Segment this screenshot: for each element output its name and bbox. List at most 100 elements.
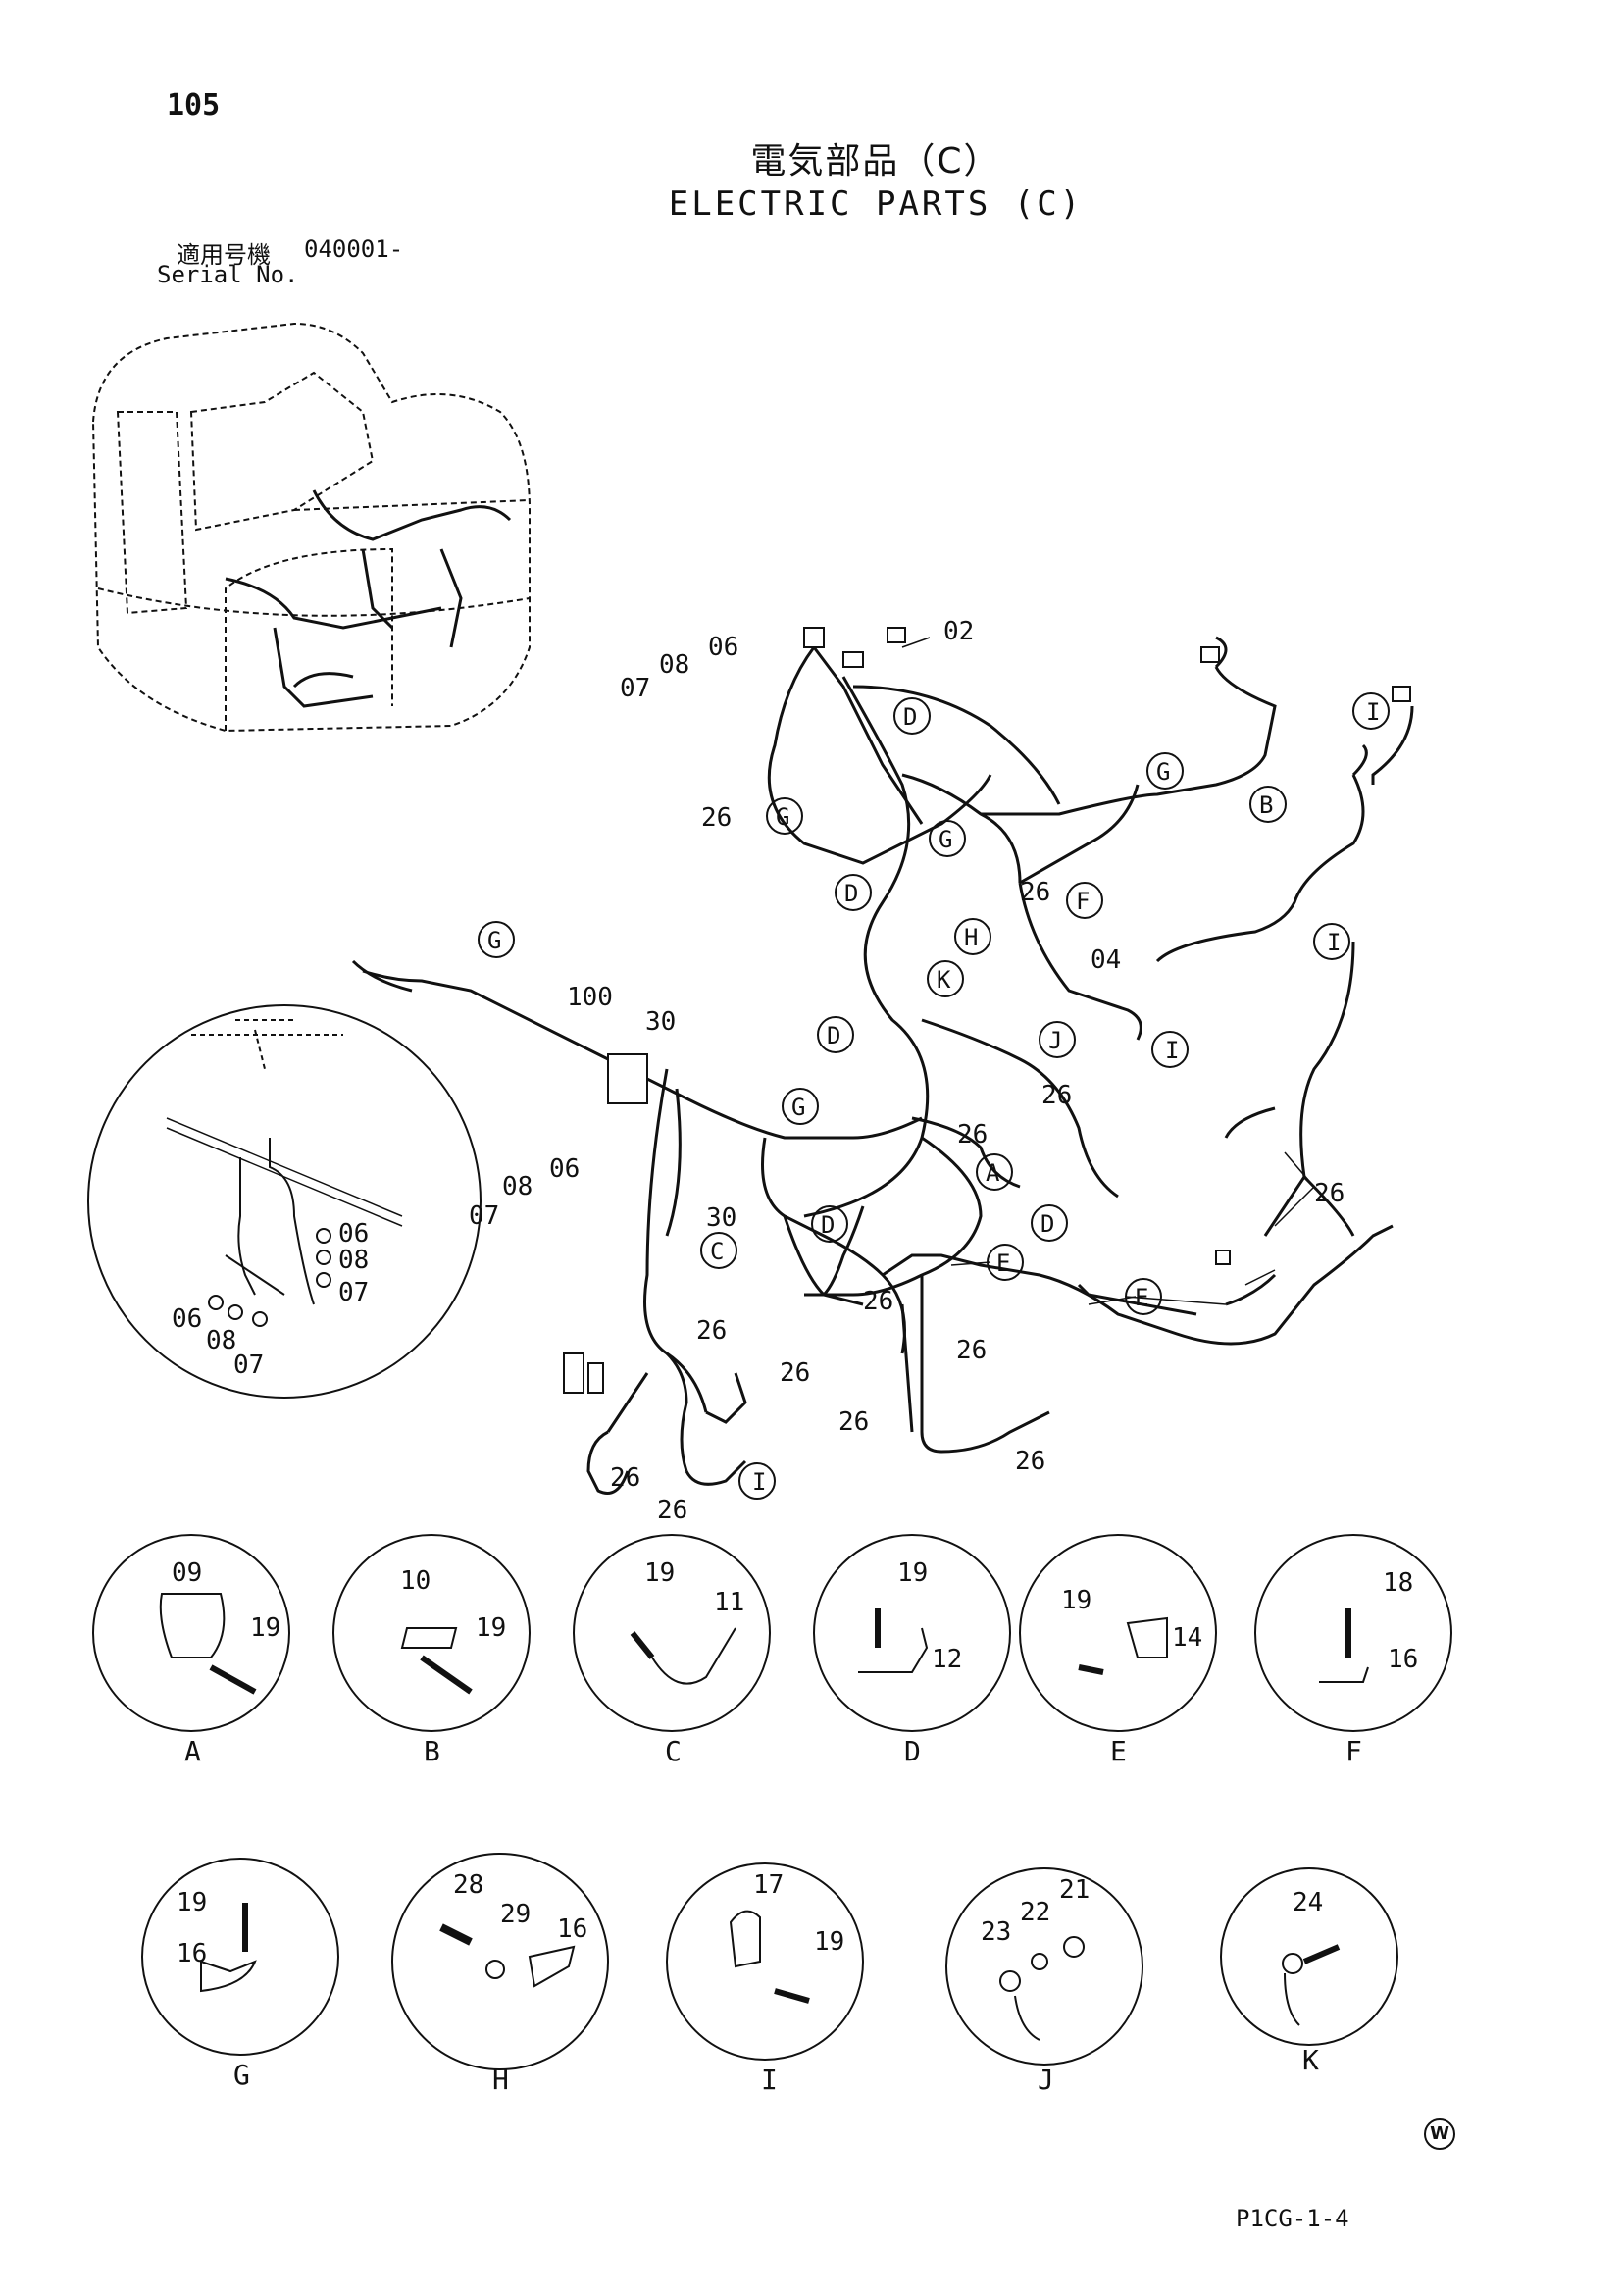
svg-text:26: 26 <box>657 1496 687 1525</box>
part-label-06b: 06 <box>549 1154 580 1184</box>
callout-B: B <box>1249 786 1287 823</box>
detail-I: 17 19 I <box>666 1862 864 2096</box>
svg-text:G: G <box>487 927 501 954</box>
svg-text:26: 26 <box>1041 1081 1072 1110</box>
part-label-26: 26 <box>701 803 732 833</box>
page-number: 105 <box>167 88 221 123</box>
svg-text:06: 06 <box>338 1219 369 1249</box>
detail-G: 19 16 G <box>141 1858 339 2091</box>
serial-label-japanese: 適用号機 <box>177 241 271 269</box>
detail-C: 19 11 C <box>573 1534 771 1767</box>
callout-A: A <box>976 1153 1013 1191</box>
page-title: ELECTRIC PARTS (C) <box>668 184 1084 224</box>
part-label-02: 02 <box>943 617 974 646</box>
callout-G: G <box>766 797 803 835</box>
footer-mark: W <box>1424 2118 1455 2150</box>
callout-H: H <box>954 918 991 955</box>
svg-text:I: I <box>1327 929 1341 956</box>
harness-connectors <box>563 627 1411 1394</box>
svg-text:C: C <box>665 1735 682 1767</box>
svg-text:G: G <box>1156 758 1170 786</box>
detail-H: 28 29 16 H <box>391 1853 609 2096</box>
svg-text:D: D <box>904 1735 921 1767</box>
svg-text:D: D <box>844 880 858 907</box>
svg-text:B: B <box>1259 791 1273 819</box>
part-label-100: 100 <box>567 983 613 1012</box>
svg-text:19: 19 <box>177 1888 207 1917</box>
svg-text:23: 23 <box>981 1917 1011 1947</box>
svg-text:26: 26 <box>1015 1447 1045 1476</box>
svg-text:08: 08 <box>338 1246 369 1275</box>
svg-text:K: K <box>937 966 951 994</box>
callout-G: G <box>782 1088 819 1125</box>
part-label-07: 07 <box>620 674 650 703</box>
callout-I: I <box>1352 692 1390 730</box>
callout-D: D <box>835 874 872 911</box>
svg-text:F: F <box>1345 1735 1362 1767</box>
detail-E: 19 14 E <box>1019 1534 1217 1767</box>
svg-text:D: D <box>903 703 917 731</box>
part-label-06: 06 <box>708 633 738 662</box>
svg-text:28: 28 <box>453 1870 483 1900</box>
svg-text:E: E <box>1110 1735 1127 1767</box>
detail-K: 24 K <box>1220 1867 1398 2076</box>
svg-text:30: 30 <box>706 1203 736 1233</box>
svg-text:D: D <box>827 1022 840 1049</box>
callout-K: K <box>927 960 964 997</box>
svg-text:19: 19 <box>814 1927 844 1957</box>
svg-text:26: 26 <box>610 1463 640 1493</box>
svg-text:26: 26 <box>1314 1179 1345 1208</box>
svg-text:26: 26 <box>780 1358 810 1388</box>
svg-text:I: I <box>752 1468 766 1496</box>
callout-G: G <box>478 921 515 958</box>
svg-text:K: K <box>1302 2044 1319 2076</box>
wiring-harness <box>351 636 1414 1495</box>
leader-lines <box>901 637 1315 1305</box>
serial-label: Serial No. <box>157 261 299 288</box>
serial-number-value: 040001- <box>304 235 404 263</box>
svg-text:26: 26 <box>956 1336 987 1365</box>
callout-G: G <box>929 820 966 857</box>
cab-harness-illustration <box>225 489 512 708</box>
svg-text:19: 19 <box>476 1613 506 1643</box>
svg-text:19: 19 <box>644 1558 675 1588</box>
callout-G: G <box>1146 752 1184 790</box>
svg-text:16: 16 <box>557 1914 587 1944</box>
callout-J: J <box>1039 1021 1076 1058</box>
detail-B: 10 19 B <box>332 1534 531 1767</box>
svg-text:H: H <box>964 924 978 951</box>
svg-text:19: 19 <box>250 1613 280 1643</box>
detail-J: 21 22 23 J <box>945 1867 1143 2096</box>
svg-text:G: G <box>791 1094 805 1121</box>
svg-text:C: C <box>710 1238 724 1265</box>
callout-D: D <box>1031 1204 1068 1242</box>
inset-magnified-view: 06 08 07 06 08 07 <box>87 1004 482 1399</box>
detail-views: 09 19 A 10 19 B 19 11 C 19 12 D <box>92 1534 1452 2096</box>
svg-text:22: 22 <box>1020 1898 1050 1927</box>
part-label-07b: 07 <box>469 1201 499 1231</box>
svg-text:I: I <box>761 2064 778 2096</box>
svg-text:21: 21 <box>1059 1875 1090 1905</box>
svg-text:26: 26 <box>696 1316 727 1346</box>
svg-text:18: 18 <box>1383 1568 1413 1598</box>
svg-text:16: 16 <box>1388 1645 1418 1674</box>
svg-text:H: H <box>492 2064 509 2096</box>
svg-text:D: D <box>821 1211 835 1239</box>
part-label-04: 04 <box>1091 945 1121 975</box>
callout-E: E <box>987 1244 1024 1281</box>
svg-text:26: 26 <box>957 1120 988 1149</box>
detail-D: 19 12 D <box>813 1534 1011 1767</box>
callout-D: D <box>817 1016 854 1053</box>
svg-text:G: G <box>939 826 952 853</box>
part-label-08: 08 <box>659 650 689 680</box>
reference-callouts: G D D G G B I I F H K J I D G A D D C E … <box>478 692 1390 1500</box>
svg-text:07: 07 <box>338 1278 369 1307</box>
svg-text:26: 26 <box>838 1407 869 1437</box>
svg-text:G: G <box>776 803 789 831</box>
callout-D: D <box>811 1205 848 1243</box>
svg-text:26: 26 <box>1020 878 1050 907</box>
callout-I: I <box>738 1462 776 1500</box>
callout-C: C <box>700 1232 737 1269</box>
svg-text:F: F <box>1076 888 1090 915</box>
svg-text:12: 12 <box>932 1645 962 1674</box>
